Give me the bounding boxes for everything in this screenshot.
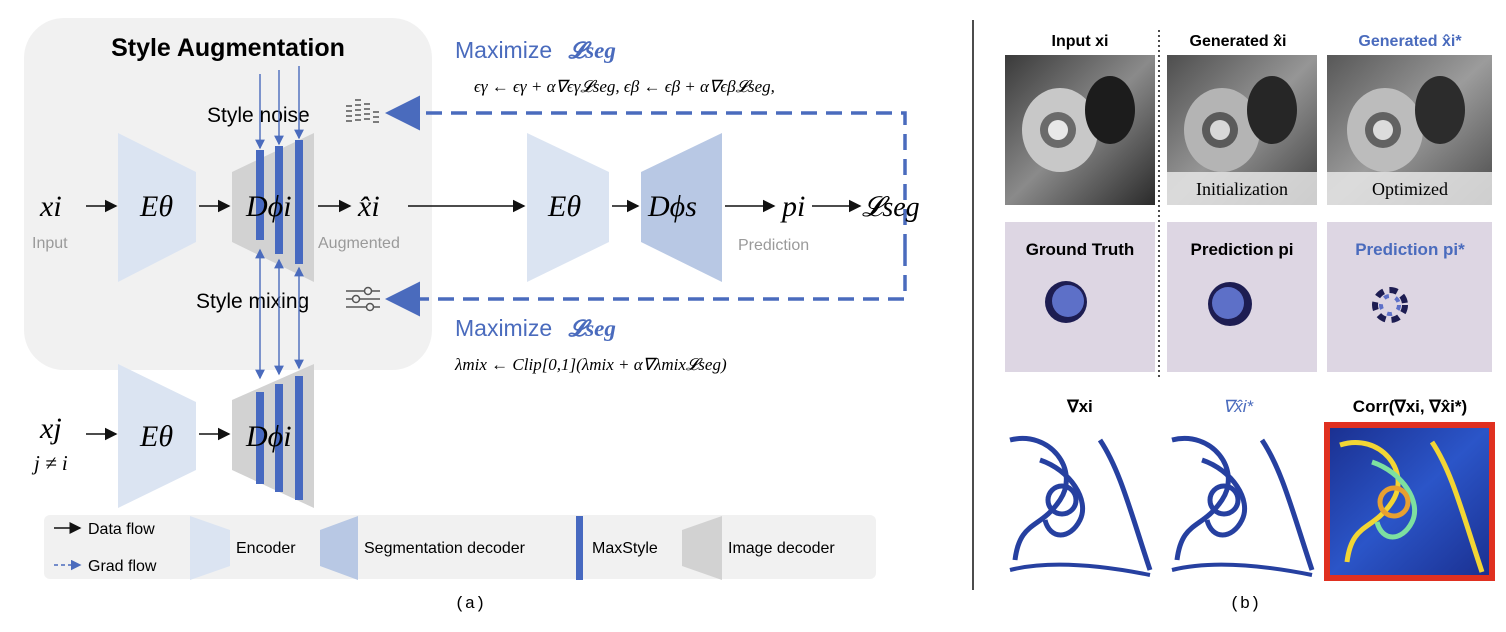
p-i-symbol: pi bbox=[780, 190, 805, 223]
corr-label: Corr(∇xi, ∇x̂i*) bbox=[1353, 397, 1467, 416]
seg-decoder-symbol: Dϕs bbox=[647, 190, 697, 223]
maximize-top-label: Maximize 𝓛seg bbox=[455, 37, 616, 63]
legend-encoder: Encoder bbox=[236, 540, 296, 557]
mix-update-equation: λmix ← Clip[0,1](λmix + α∇λmix𝓛seg) bbox=[454, 355, 727, 374]
x-hat-i-symbol: x̂i bbox=[357, 190, 380, 223]
maximize-bottom-word: Maximize bbox=[455, 315, 552, 341]
mri-optimized-image bbox=[1327, 55, 1492, 205]
image-decoder-shape-2 bbox=[232, 364, 314, 508]
style-mixing-label: Style mixing bbox=[196, 290, 309, 313]
x-j-symbol: xj bbox=[39, 412, 62, 445]
encoder-symbol-1: Eθ bbox=[139, 190, 173, 223]
prediction-star-map bbox=[1327, 222, 1492, 372]
encoder-shape-1 bbox=[118, 133, 196, 282]
image-decoder-symbol-2: Dϕi bbox=[245, 420, 292, 453]
optimized-label: Optimized bbox=[1372, 179, 1448, 199]
gt-label: Ground Truth bbox=[1026, 240, 1135, 259]
image-decoder-symbol-1: Dϕi bbox=[245, 190, 292, 223]
maxstyle-bars-2 bbox=[256, 376, 303, 500]
prediction-map bbox=[1167, 222, 1317, 372]
noise-update-equation: ϵγ ← ϵγ + α∇ϵγ𝓛seg, ϵβ ← ϵβ + α∇ϵβ𝓛seg, bbox=[474, 77, 775, 96]
legend-image-decoder: Image decoder bbox=[728, 540, 835, 557]
x-i-symbol: xi bbox=[39, 190, 62, 223]
image-decoder-shape-1 bbox=[232, 133, 314, 282]
grad-x-map bbox=[1003, 425, 1159, 578]
col1-title: Input xi bbox=[1052, 33, 1109, 50]
encoder-shape-2 bbox=[527, 133, 609, 282]
prediction-label: Prediction bbox=[738, 237, 809, 254]
style-mixing-arrows bbox=[255, 248, 304, 380]
legend-maxstyle: MaxStyle bbox=[592, 540, 658, 557]
legend-seg-decoder: Segmentation decoder bbox=[364, 540, 526, 557]
encoder-symbol-3: Eθ bbox=[139, 420, 173, 453]
legend-maxstyle-bar bbox=[576, 516, 583, 580]
encoder-symbol-2: Eθ bbox=[547, 190, 581, 223]
maximize-top-word: Maximize bbox=[455, 37, 552, 63]
legend-image-decoder-shape bbox=[682, 516, 722, 580]
grad-x-label: ∇xi bbox=[1066, 397, 1093, 416]
prediction-label-b: Prediction pi bbox=[1191, 240, 1294, 259]
grad-flow-mix-path bbox=[385, 250, 907, 317]
legend-encoder-shape bbox=[190, 516, 230, 580]
legend-data-flow: Data flow bbox=[88, 521, 155, 538]
style-augmentation-title: Style Augmentation bbox=[111, 34, 345, 62]
maximize-bottom-label: Maximize 𝓛seg bbox=[455, 315, 616, 341]
grad-flow-noise-path bbox=[385, 95, 907, 250]
encoder-shape-3 bbox=[118, 364, 196, 508]
initialization-label: Initialization bbox=[1196, 179, 1288, 199]
input-label: Input bbox=[32, 235, 68, 252]
ground-truth-map bbox=[1005, 222, 1155, 372]
legend-grad-flow: Grad flow bbox=[88, 558, 157, 575]
legend-seg-decoder-shape bbox=[320, 516, 358, 580]
maxstyle-bars-1 bbox=[256, 140, 303, 264]
col3-title: Generated x̂i* bbox=[1358, 33, 1462, 50]
col2-title: Generated x̂i bbox=[1190, 33, 1287, 50]
mri-input-image bbox=[1005, 55, 1155, 205]
style-noise-label: Style noise bbox=[207, 104, 310, 127]
caption-b: (b) bbox=[1230, 595, 1261, 614]
maximize-bottom-loss: 𝓛seg bbox=[568, 316, 616, 341]
prediction-star-label: Prediction pi* bbox=[1355, 240, 1465, 259]
augmented-label: Augmented bbox=[318, 235, 400, 252]
style-augmentation-box bbox=[24, 18, 432, 370]
noise-injection-arrows bbox=[255, 66, 304, 150]
seg-decoder-shape bbox=[641, 133, 722, 282]
caption-a: (a) bbox=[455, 595, 486, 614]
mri-generated-image bbox=[1167, 55, 1317, 205]
maximize-top-loss: 𝓛seg bbox=[568, 38, 616, 63]
grad-xhat-label: ∇x̂i* bbox=[1223, 397, 1255, 416]
style-noise-icon bbox=[346, 99, 379, 123]
style-mixing-icon bbox=[346, 286, 380, 312]
legend-box bbox=[44, 515, 876, 579]
grad-xhat-map bbox=[1165, 425, 1321, 578]
j-neq-i-label: j ≠ i bbox=[31, 451, 68, 475]
loss-seg-symbol: 𝓛seg bbox=[862, 192, 920, 223]
correlation-map bbox=[1324, 422, 1495, 581]
